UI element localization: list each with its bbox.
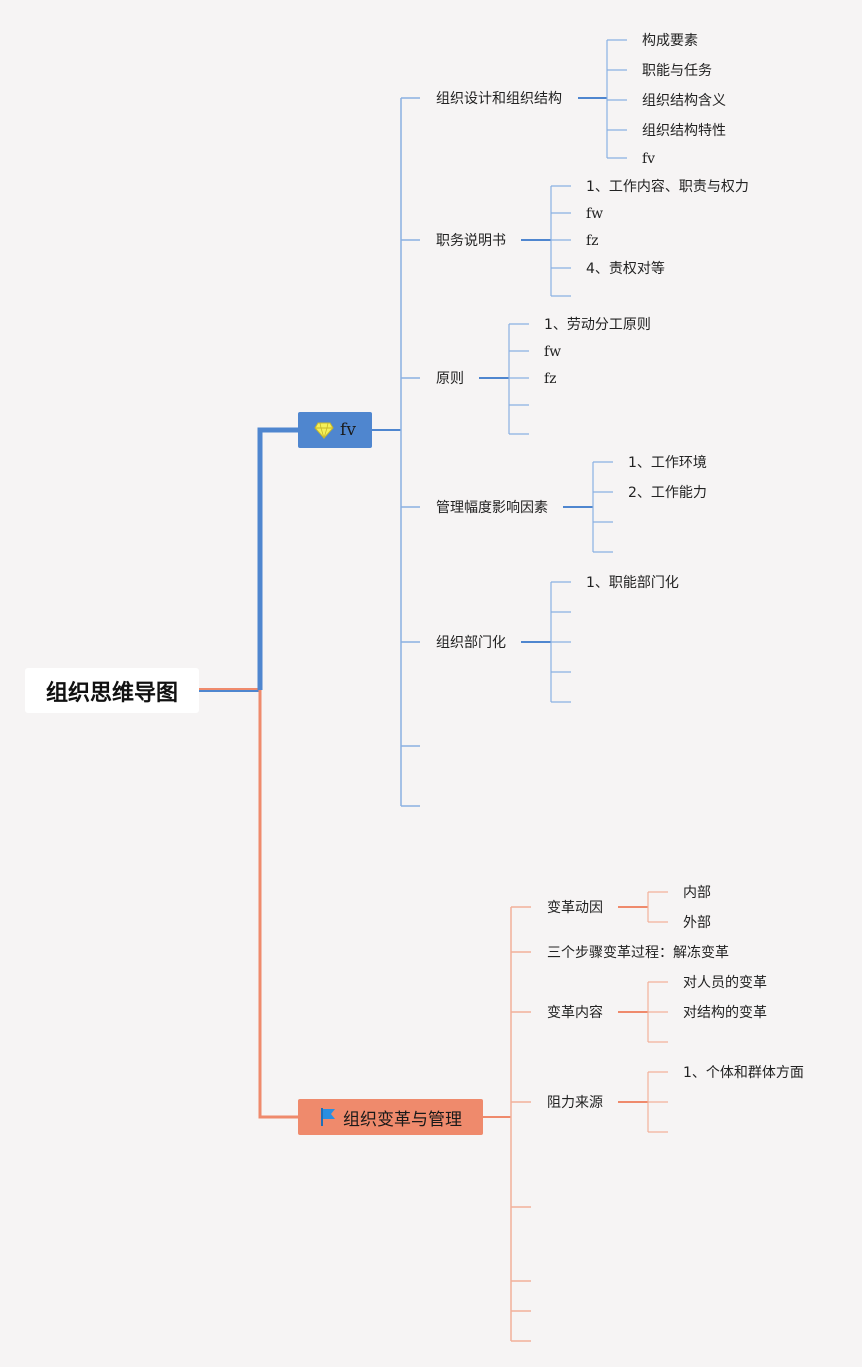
- leaf-item[interactable]: 1、劳动分工原则: [544, 317, 651, 333]
- branch-change-node[interactable]: 组织变革与管理: [298, 1099, 483, 1135]
- leaf-item[interactable]: 组织结构特性: [642, 123, 726, 139]
- fv-topic-principles[interactable]: 原则: [436, 371, 464, 387]
- branch-fv-label: fv: [340, 420, 356, 440]
- root-connectors: [199, 427, 298, 1119]
- leaf-item[interactable]: fv: [642, 151, 656, 167]
- leaf-item[interactable]: 1、工作内容、职责与权力: [586, 179, 749, 195]
- branch-fv-node[interactable]: fv: [298, 412, 372, 448]
- change-connectors: [483, 891, 668, 1342]
- leaf-item[interactable]: 1、职能部门化: [586, 575, 679, 591]
- leaf-item[interactable]: fw: [586, 206, 604, 222]
- change-topic-process[interactable]: 三个步骤变革过程：解冻变革: [547, 945, 729, 961]
- branch-change-label: 组织变革与管理: [343, 1109, 462, 1130]
- leaf-item[interactable]: 职能与任务: [642, 63, 712, 79]
- leaf-item[interactable]: 对结构的变革: [683, 1005, 767, 1021]
- leaf-item[interactable]: fz: [544, 371, 557, 387]
- fv-connectors: [372, 39, 627, 807]
- fv-topic-departmentalization[interactable]: 组织部门化: [436, 635, 506, 651]
- leaf-item[interactable]: 1、工作环境: [628, 455, 707, 471]
- flag-icon: [319, 1107, 337, 1127]
- leaf-item[interactable]: fw: [544, 344, 562, 360]
- leaf-item[interactable]: 构成要素: [642, 33, 698, 49]
- diamond-icon: [314, 421, 334, 439]
- change-topic-content[interactable]: 变革内容: [547, 1005, 603, 1021]
- change-topic-drivers[interactable]: 变革动因: [547, 900, 603, 916]
- fv-topic-job-description[interactable]: 职务说明书: [436, 233, 506, 249]
- leaf-item[interactable]: 4、责权对等: [586, 261, 665, 277]
- root-node-label: 组织思维导图: [45, 680, 178, 706]
- root-node[interactable]: 组织思维导图: [25, 668, 199, 713]
- change-topic-resistance[interactable]: 阻力来源: [547, 1095, 603, 1111]
- fv-topic-org-design[interactable]: 组织设计和组织结构: [436, 91, 562, 107]
- leaf-item[interactable]: 组织结构含义: [642, 93, 726, 109]
- leaf-item[interactable]: 内部: [683, 885, 711, 901]
- fv-topic-span-factors[interactable]: 管理幅度影响因素: [436, 500, 548, 516]
- leaf-item[interactable]: fz: [586, 233, 599, 249]
- leaf-item[interactable]: 2、工作能力: [628, 485, 707, 501]
- leaf-item[interactable]: 1、个体和群体方面: [683, 1065, 804, 1081]
- leaf-item[interactable]: 对人员的变革: [683, 975, 767, 991]
- leaf-item[interactable]: 外部: [683, 915, 711, 931]
